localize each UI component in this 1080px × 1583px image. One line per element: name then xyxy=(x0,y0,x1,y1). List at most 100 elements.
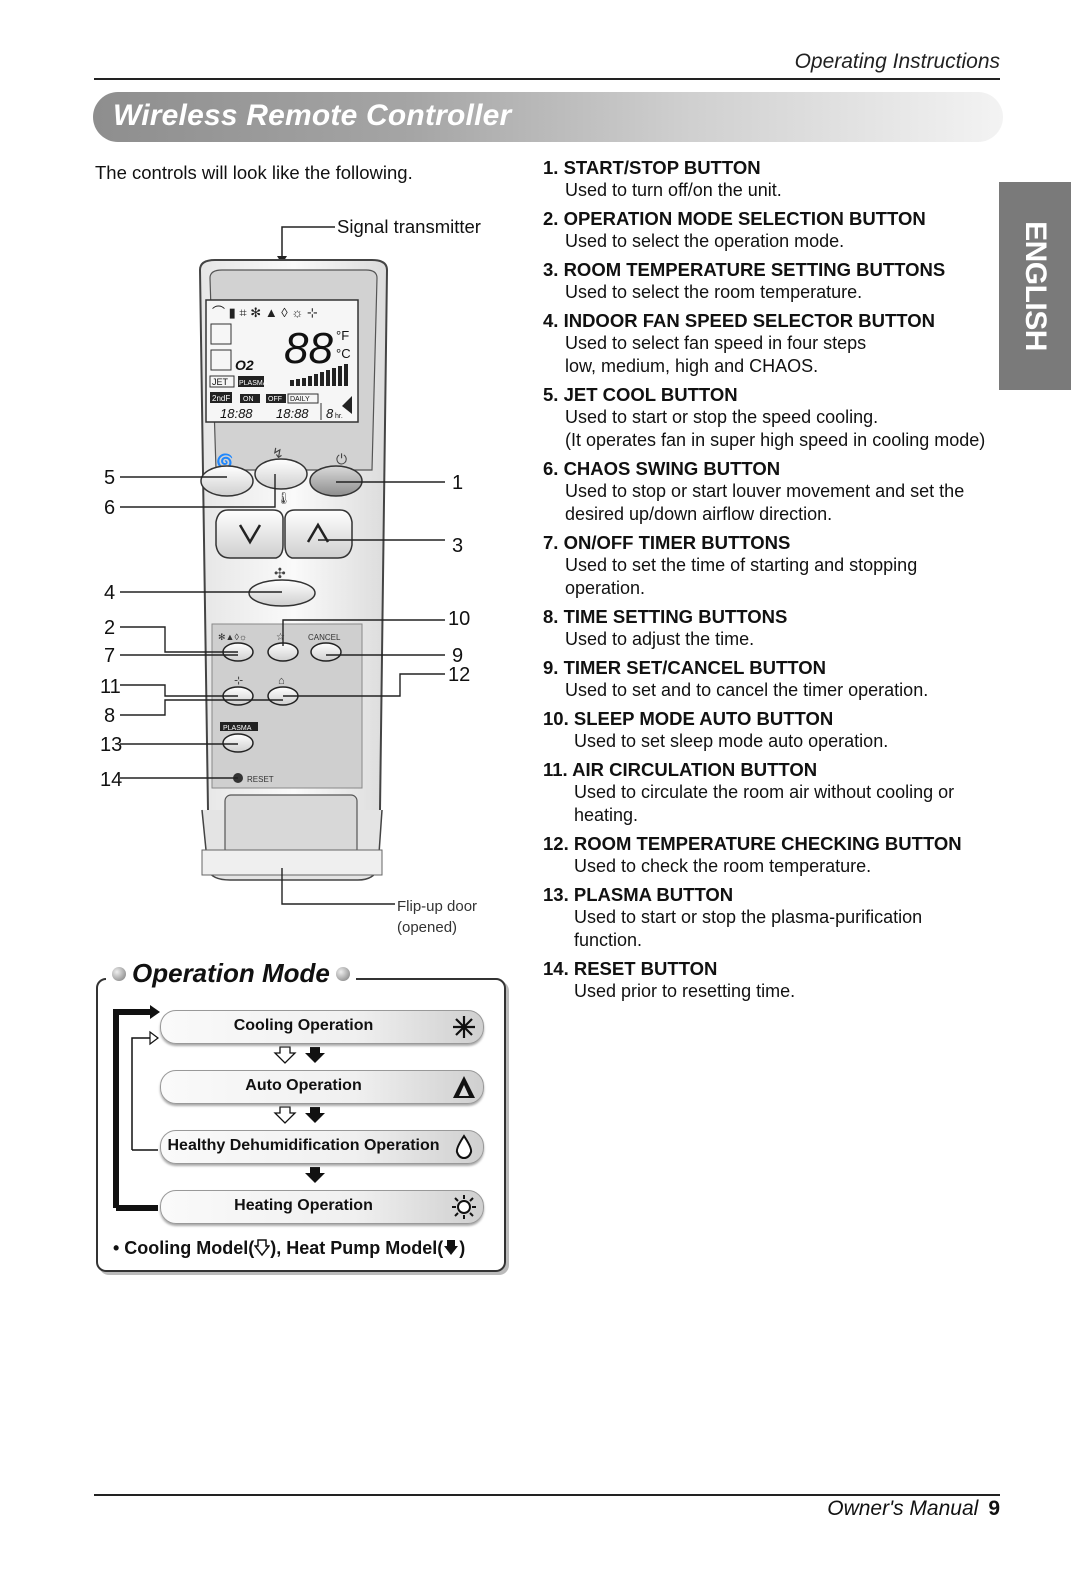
svg-text:✣: ✣ xyxy=(274,565,286,581)
outline-down-arrow-icon xyxy=(273,1046,297,1064)
signal-transmitter-callout: Signal transmitter xyxy=(277,216,481,264)
snowflake-icon xyxy=(453,1016,475,1038)
right-callouts: 1 3 10 9 12 xyxy=(448,472,470,686)
callout-lines xyxy=(120,474,445,905)
button-item-8: 8. TIME SETTING BUTTONS Used to adjust t… xyxy=(543,606,788,649)
button-item-7: 7. ON/OFF TIMER BUTTONS Used to set the … xyxy=(543,532,918,598)
fan-speed-button[interactable] xyxy=(248,579,316,607)
reset-label: RESET xyxy=(247,775,274,784)
lcd-jet: JET xyxy=(212,377,229,387)
lcd-off: OFF xyxy=(268,396,282,403)
lcd-temperature: 88 xyxy=(284,324,333,373)
svg-text:⊹: ⊹ xyxy=(234,675,243,687)
outline-down-arrow-icon xyxy=(273,1106,297,1124)
lcd-2ndf: 2ndF xyxy=(212,394,230,403)
callout-3: 3 xyxy=(452,535,463,557)
jet-cool-button[interactable] xyxy=(200,465,254,497)
intro-text: The controls will look like the followin… xyxy=(95,162,413,183)
language-tab: ENGLISH xyxy=(999,182,1071,390)
page-footer: Owner's Manual 9 xyxy=(827,1497,1000,1521)
mode-auto: Auto Operation xyxy=(160,1070,484,1104)
button-item-6: 6. CHAOS SWING BUTTON Used to stop or st… xyxy=(543,458,965,524)
operation-mode-title: Operation Mode xyxy=(132,958,330,988)
temp-up-button[interactable] xyxy=(284,509,353,559)
callout-1: 1 xyxy=(452,472,463,494)
top-buttons: 🌀 ↯ ⏻ 🌡 ✣ xyxy=(200,445,363,607)
lcd-display: ⌒ ▮ ⌗ ✻ ▲ ◊ ☼ ⊹ 88 °F °C O2 JET PLASMA 2… xyxy=(205,299,359,423)
button-item-3: 3. ROOM TEMPERATURE SETTING BUTTONS Used… xyxy=(543,259,946,302)
lcd-on-time: 18:88 xyxy=(220,406,253,421)
lcd-unit-c: °C xyxy=(336,346,351,361)
cancel-label: CANCEL xyxy=(308,633,341,642)
callout-2: 2 xyxy=(104,617,115,639)
model-legend-note: • Cooling Model(), Heat Pump Model() xyxy=(113,1238,466,1258)
button-item-9: 9. TIMER SET/CANCEL BUTTON Used to set a… xyxy=(543,657,929,700)
footer-rule xyxy=(94,1494,1000,1496)
operation-mode-heading: Operation Mode xyxy=(106,958,356,989)
svg-text:↯: ↯ xyxy=(272,445,284,461)
button-item-11: 11. AIR CIRCULATION BUTTON Used to circu… xyxy=(543,759,955,825)
start-stop-button[interactable] xyxy=(309,465,363,497)
sun-icon xyxy=(452,1195,476,1219)
lcd-daily: DAILY xyxy=(290,396,310,403)
lcd-hr-unit: hr. xyxy=(335,413,343,420)
bullet-dot-icon xyxy=(112,966,126,981)
mode-dehumidification: Healthy Dehumidification Operation xyxy=(160,1130,484,1164)
callout-8: 8 xyxy=(104,705,115,727)
lcd-on: ON xyxy=(243,396,254,403)
callout-14: 14 xyxy=(100,769,122,791)
callout-6: 6 xyxy=(104,497,115,519)
callout-13: 13 xyxy=(100,734,122,756)
mode-cycle-arrows xyxy=(113,1005,325,1211)
callout-4: 4 xyxy=(104,582,115,604)
auto-icon xyxy=(453,1076,475,1098)
callout-12: 12 xyxy=(448,664,470,686)
button-item-1: 1. START/STOP BUTTON Used to turn off/on… xyxy=(543,157,782,200)
mode-button[interactable] xyxy=(254,458,308,490)
svg-text:✻▲◊☼: ✻▲◊☼ xyxy=(218,632,247,642)
callout-9: 9 xyxy=(452,645,463,667)
timer-cancel-button[interactable] xyxy=(310,642,342,662)
droplet-icon xyxy=(455,1134,473,1160)
solid-down-arrow-icon xyxy=(305,1107,325,1123)
svg-text:☆: ☆ xyxy=(276,632,285,643)
button-item-10: 10. SLEEP MODE AUTO BUTTON Used to set s… xyxy=(543,708,889,751)
temp-down-button[interactable] xyxy=(215,509,284,559)
flipup-door-label: Flip-up door xyxy=(397,898,477,915)
plasma-button-label: PLASMA xyxy=(223,725,252,732)
button-item-13: 13. PLASMA BUTTON Used to start or stop … xyxy=(543,884,923,950)
lcd-unit-f: °F xyxy=(336,328,349,343)
svg-text:⌒ ▮ ⌗ ✻ ▲ ◊ ☼ ⊹: ⌒ ▮ ⌗ ✻ ▲ ◊ ☼ ⊹ xyxy=(212,305,318,320)
footer-label: Owner's Manual xyxy=(827,1497,979,1520)
button-item-5: 5. JET COOL BUTTON Used to start or stop… xyxy=(543,384,986,450)
svg-text:🌡: 🌡 xyxy=(276,491,291,505)
lcd-plasma: PLASMA xyxy=(239,380,268,387)
signal-transmitter-label: Signal transmitter xyxy=(337,216,481,237)
page-number: 9 xyxy=(988,1497,1000,1520)
callout-5: 5 xyxy=(104,467,115,489)
lcd-sleep-hours: 8 xyxy=(326,406,334,421)
left-callouts: 5 6 4 2 7 11 8 13 14 xyxy=(100,467,122,791)
bullet-dot-icon xyxy=(335,966,350,981)
callout-11: 11 xyxy=(100,676,121,698)
button-item-12: 12. ROOM TEMPERATURE CHECKING BUTTON Use… xyxy=(543,833,962,876)
header-rule xyxy=(94,78,1000,80)
lcd-o2: O2 xyxy=(235,357,254,373)
section-title: Wireless Remote Controller xyxy=(113,99,512,132)
outline-down-arrow-icon xyxy=(253,1239,271,1257)
solid-down-arrow-icon xyxy=(305,1167,325,1183)
solid-down-arrow-icon xyxy=(305,1047,325,1063)
mode-cooling: Cooling Operation xyxy=(160,1010,484,1044)
callout-10: 10 xyxy=(448,608,470,630)
page-header-title: Operating Instructions xyxy=(794,50,1000,73)
plasma-button[interactable] xyxy=(222,733,254,753)
button-item-4: 4. INDOOR FAN SPEED SELECTOR BUTTON Used… xyxy=(543,310,935,376)
language-tab-label: ENGLISH xyxy=(1019,221,1052,351)
lower-button-panel: ✻▲◊☼ ☆ CANCEL ⊹ ⌂ PLASMA RESET xyxy=(211,623,363,789)
callout-7: 7 xyxy=(104,645,115,667)
solid-down-arrow-icon xyxy=(444,1240,459,1255)
svg-text:⏻: ⏻ xyxy=(336,451,347,467)
section-banner: Wireless Remote Controller xyxy=(93,92,1003,142)
mode-heating: Heating Operation xyxy=(160,1190,484,1224)
flipup-door-label-2: (opened) xyxy=(397,919,457,936)
